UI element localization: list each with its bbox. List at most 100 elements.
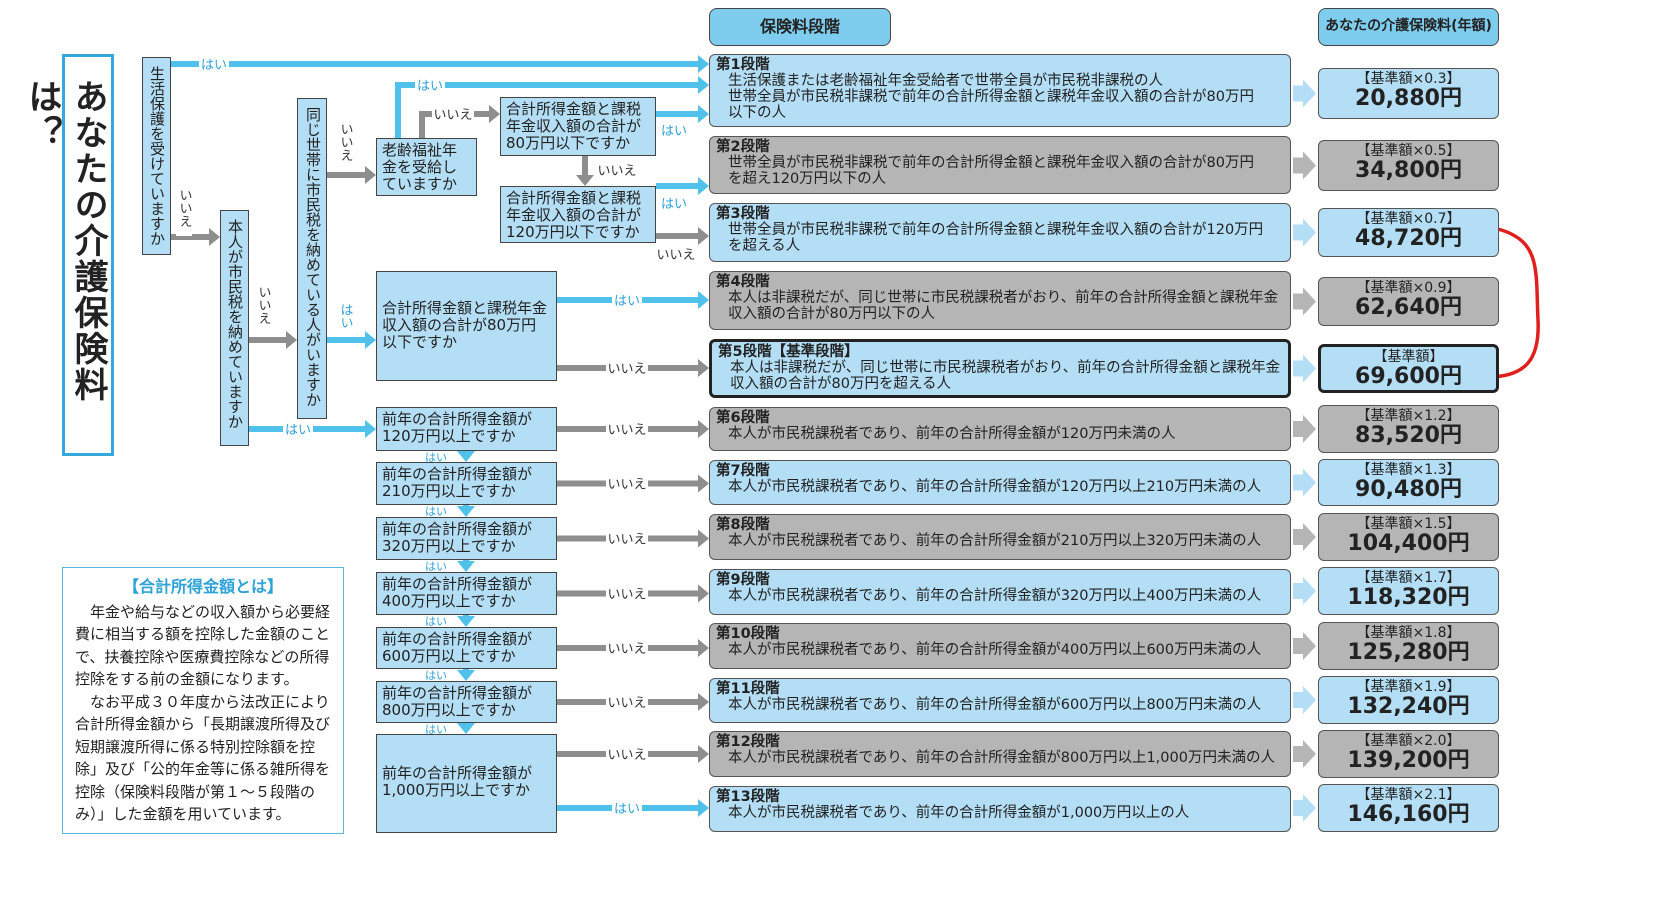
stage-description: 本人が市民税課税者であり、前年の合計所得金額が400万円以上600万円未満の人: [728, 642, 1262, 658]
stage-name: 第1段階: [716, 57, 770, 73]
stage-name: 第6段階: [716, 410, 770, 426]
stage-to-fee-arrow-icon: [1293, 354, 1316, 383]
income-no-arrow: いいえ: [557, 584, 709, 603]
arrowhead-icon: [365, 331, 376, 349]
yes-label: はい: [614, 802, 640, 817]
yes-label: はい: [425, 505, 447, 518]
page-title: あなたの介護保険料は？: [22, 54, 114, 456]
arrowhead-icon: [698, 693, 709, 711]
fee-amount: 139,200円: [1347, 748, 1470, 773]
question-under-80-self: 合計所得金額と課税年金収入額の合計が80万円以下ですか: [376, 271, 557, 381]
yes-label: はい: [614, 294, 640, 309]
fee-box-4: 【基準額×0.9】62,640円: [1318, 277, 1499, 326]
stage-9: 第9段階本人が市民税課税者であり、前年の合計所得金額が320万円以上400万円未…: [709, 569, 1291, 615]
stage-to-fee-arrow-icon: [1293, 523, 1316, 551]
yes-label: はい: [661, 197, 687, 212]
stage-description: 本人は非課税だが、同じ世帯に市民税課税者がおり、前年の合計所得金額と課税年金: [730, 360, 1281, 376]
income-yes-arrow: [457, 723, 475, 734]
stage-description: 収入額の合計が80万円を超える人: [730, 376, 952, 392]
welfare-no-arrow: いいえ: [170, 189, 220, 246]
income-no-arrow: いいえ: [557, 474, 709, 493]
note-paragraph: なお平成３０年度から法改正により合計所得金額から「長期譲渡所得及び短期譲渡所得に…: [75, 692, 331, 824]
income-note-box: 【合計所得金額とは】 年金や給与などの収入額から必要経費に相当する額を控除した金…: [62, 567, 344, 834]
under120-yes-arrow: はい: [656, 177, 709, 212]
income-no-arrow: いいえ: [557, 420, 709, 438]
arrowhead-icon: [698, 227, 709, 245]
fee-amount: 125,280円: [1347, 640, 1470, 665]
income-no-arrow: いいえ: [557, 693, 709, 711]
stage-1: 第1段階生活保護または老齢福祉年金受給者で世帯全員が市民税非課税の人世帯全員が市…: [709, 54, 1291, 127]
income-no-arrow: いいえ: [557, 529, 709, 548]
arrowhead-icon: [698, 529, 709, 548]
no-label: いいえ: [607, 642, 646, 657]
fee-amount: 62,640円: [1355, 295, 1462, 320]
no-label: いいえ: [607, 748, 646, 763]
stage-8: 第8段階本人が市民税課税者であり、前年の合計所得金額が210万円以上320万円未…: [709, 514, 1291, 560]
stage-description: 本人が市民税課税者であり、前年の合計所得金額が120万円未満の人: [728, 426, 1176, 442]
income-1000-yes-arrow: はい: [557, 799, 709, 817]
question-income-4: 前年の合計所得金額が600万円以上ですか: [376, 627, 557, 669]
stage-name: 第13段階: [716, 789, 780, 805]
fee-multiplier: 【基準額×1.9】: [1356, 679, 1461, 695]
stage-13: 第13段階本人が市民税課税者であり、前年の合計所得金額が1,000万円以上の人: [709, 786, 1291, 832]
question-income-0: 前年の合計所得金額が120万円以上ですか: [376, 407, 557, 451]
stage-6: 第6段階本人が市民税課税者であり、前年の合計所得金額が120万円未満の人: [709, 407, 1291, 451]
fee-multiplier: 【基準額×1.7】: [1356, 570, 1461, 586]
fee-multiplier: 【基準額×1.8】: [1356, 625, 1461, 641]
fee-box-8: 【基準額×1.5】104,400円: [1318, 513, 1499, 561]
fee-multiplier: 【基準額×1.3】: [1356, 462, 1461, 478]
income-no-arrow: いいえ: [557, 745, 709, 763]
arrowhead-icon: [457, 451, 475, 462]
under80-no-arrow: いいえ: [576, 156, 638, 186]
stage-12: 第12段階本人が市民税課税者であり、前年の合計所得金額が800万円以上1,000…: [709, 731, 1291, 777]
arrowhead-icon: [489, 105, 500, 123]
no-label: いいえ: [338, 123, 353, 162]
pension-no-arrow: いいえ: [419, 105, 500, 138]
arrowhead-icon: [457, 616, 475, 627]
question-household-tax: 同じ世帯に市民税を納めている人がいますか: [297, 98, 327, 419]
arrowhead-icon: [698, 474, 709, 493]
fee-box-3: 【基準額×0.7】48,720円: [1318, 208, 1499, 257]
arrowhead-icon: [698, 745, 709, 763]
no-label: いいえ: [607, 362, 646, 377]
fee-amount: 90,480円: [1355, 477, 1462, 502]
fee-box-12: 【基準額×2.0】139,200円: [1318, 730, 1499, 778]
arrowhead-icon: [698, 639, 709, 657]
stage-description: 本人が市民税課税者であり、前年の合計所得金額が120万円以上210万円未満の人: [728, 479, 1262, 495]
arrowhead-icon: [365, 166, 376, 184]
question-self-tax: 本人が市民税を納めていますか: [220, 210, 249, 446]
income-yes-arrow: [457, 505, 475, 517]
fee-amount: 34,800円: [1355, 158, 1462, 183]
fee-box-2: 【基準額×0.5】34,800円: [1318, 140, 1499, 191]
fee-multiplier: 【基準額×0.3】: [1356, 71, 1461, 87]
stage-5: 第5段階【基準段階】本人は非課税だが、同じ世帯に市民税課税者がおり、前年の合計所…: [709, 339, 1291, 398]
under80-self-no-arrow: いいえ: [557, 359, 709, 377]
no-label: いいえ: [433, 108, 472, 123]
question-income-1: 前年の合計所得金額が210万円以上ですか: [376, 462, 557, 505]
fee-box-6: 【基準額×1.2】83,520円: [1318, 405, 1499, 453]
yes-label: はい: [417, 79, 443, 94]
question-under-80: 合計所得金額と課税年金収入額の合計が80万円以下ですか: [500, 97, 656, 156]
stage-description: 収入額の合計が80万円以下の人: [728, 306, 935, 322]
stage-10: 第10段階本人が市民税課税者であり、前年の合計所得金額が400万円以上600万円…: [709, 623, 1291, 669]
no-label: いいえ: [656, 248, 695, 263]
arrowhead-icon: [365, 420, 376, 438]
stage-to-fee-arrow-icon: [1293, 151, 1316, 180]
yes-label: はい: [201, 58, 227, 73]
no-label: いいえ: [607, 478, 646, 493]
stage-name: 第2段階: [716, 139, 770, 155]
stage-name: 第11段階: [716, 681, 780, 697]
stage-name: 第12段階: [716, 734, 780, 750]
under80-yes-arrow: はい: [656, 105, 709, 139]
stage-name: 第4段階: [716, 274, 770, 290]
stage-to-fee-arrow-icon: [1293, 218, 1316, 247]
note-title: 【合計所得金額とは】: [122, 577, 283, 596]
stage-2: 第2段階世帯全員が市民税非課税で前年の合計所得金額と課税年金収入額の合計が80万…: [709, 136, 1291, 194]
arrowhead-icon: [457, 506, 475, 517]
stage-description: 世帯全員が市民税非課税で前年の合計所得金額と課税年金収入額の合計が80万円: [728, 155, 1254, 171]
arrowhead-icon: [457, 670, 475, 681]
stage-4: 第4段階本人は非課税だが、同じ世帯に市民税課税者がおり、前年の合計所得金額と課税…: [709, 271, 1291, 330]
yes-label: はい: [285, 423, 311, 438]
pension-yes-arrow: はい: [395, 76, 709, 138]
